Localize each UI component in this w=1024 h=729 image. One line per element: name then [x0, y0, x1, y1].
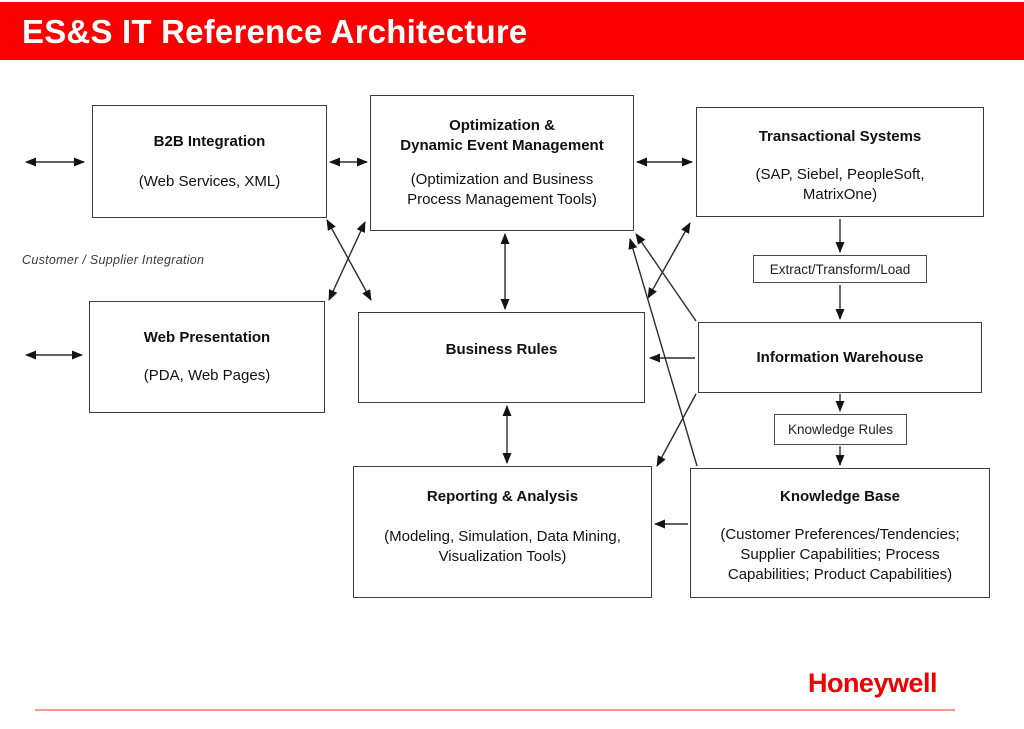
node-title: Information Warehouse — [756, 348, 924, 366]
node-subtitle: (Customer Preferences/Tendencies; Suppli… — [720, 526, 960, 583]
node-title: Web Presentation — [143, 329, 271, 346]
connector-b2b-business-rules — [326, 219, 372, 301]
node-label: Extract/Transform/Load — [769, 261, 911, 277]
node-business-rules: Business Rules — [358, 312, 645, 403]
node-title: B2B Integration — [153, 132, 266, 150]
page-title: ES&S IT Reference Architecture — [22, 12, 528, 50]
honeywell-logo: Honeywell — [807, 668, 938, 698]
node-optimization-dynamic-event-management: Optimization & Dynamic Event Management … — [370, 95, 634, 231]
node-transactional-systems: Transactional Systems (SAP, Siebel, Peop… — [696, 107, 984, 217]
connector-transactional-business-rules — [647, 222, 691, 299]
customer-supplier-integration-label: Customer / Supplier Integration — [22, 253, 205, 267]
slide-title-bar: ES&S IT Reference Architecture — [0, 2, 1024, 60]
node-extract-transform-load: Extract/Transform/Load — [753, 255, 927, 283]
node-subtitle: (Web Services, XML) — [138, 172, 281, 190]
node-subtitle: (Optimization and Business Process Manag… — [407, 171, 597, 208]
node-title: Transactional Systems — [758, 128, 922, 145]
connector-optimization-web-presentation — [328, 221, 366, 301]
node-title: Business Rules — [445, 340, 558, 358]
connector-optimization-info-warehouse — [635, 233, 697, 322]
node-subtitle: (SAP, Siebel, PeopleSoft, MatrixOne) — [755, 166, 925, 203]
footer-rule — [35, 709, 955, 711]
node-knowledge-base: Knowledge Base (Customer Preferences/Ten… — [690, 468, 990, 598]
node-subtitle: (PDA, Web Pages) — [143, 367, 271, 384]
node-title: Optimization & Dynamic Event Management — [400, 117, 604, 154]
node-web-presentation: Web Presentation (PDA, Web Pages) — [89, 301, 325, 413]
node-title: Knowledge Base — [779, 488, 901, 505]
node-information-warehouse: Information Warehouse — [698, 322, 982, 393]
node-title: Reporting & Analysis — [426, 488, 579, 505]
connector-optimization-knowledge-base — [628, 238, 698, 467]
node-subtitle: (Modeling, Simulation, Data Mining, Visu… — [384, 528, 621, 565]
node-knowledge-rules: Knowledge Rules — [774, 414, 907, 445]
node-label: Knowledge Rules — [787, 422, 894, 437]
node-reporting-analysis: Reporting & Analysis (Modeling, Simulati… — [353, 466, 652, 598]
node-b2b-integration: B2B Integration (Web Services, XML) — [92, 105, 327, 218]
connector-info-warehouse-reporting — [656, 393, 697, 467]
